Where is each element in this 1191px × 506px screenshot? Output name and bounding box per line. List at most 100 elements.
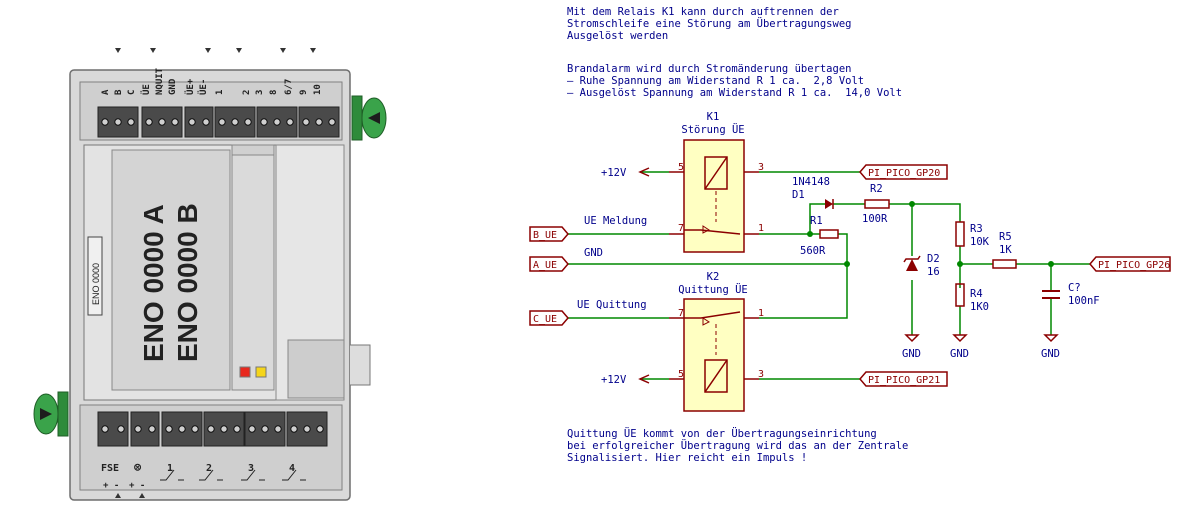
net-ue-quittung: UE Quittung (577, 299, 647, 311)
r1-ref: R1 (810, 215, 823, 227)
gnd-label-d2: GND (902, 348, 921, 360)
terminal-screw (303, 425, 311, 433)
k1-ref: K1 (707, 111, 720, 123)
terminal-screw (207, 425, 215, 433)
note-acknowledge: Quittung ÜE kommt von der Übertragungsei… (567, 428, 909, 464)
k2-pin-7: 7 (678, 308, 684, 319)
top-terminal-label: 10 (313, 84, 323, 95)
terminal-screw (273, 118, 281, 126)
top-terminal-label: 6/7 (284, 79, 294, 95)
terminal-screw (101, 425, 109, 433)
top-terminal-label: 3 (255, 90, 265, 95)
model-a-label: ENO 0000 A (138, 204, 169, 362)
relay-k2-contact (684, 311, 741, 319)
switch-1-label: 1 (167, 463, 173, 474)
r3-value: 10K (970, 236, 990, 248)
resistor-r4 (955, 283, 965, 307)
terminal-screw (315, 118, 323, 126)
ground-symbol-label: ⊗ (134, 460, 142, 474)
note-k1-fault: Mit dem Relais K1 kann durch auftrennen … (567, 6, 852, 42)
top-terminal-label: ÜE+ (185, 78, 196, 95)
terminal-screw (260, 118, 268, 126)
terminal-screw (220, 425, 228, 433)
terminal-screw (248, 425, 256, 433)
k1-power-label: +12V (601, 167, 627, 179)
r4-ref: R4 (970, 288, 983, 300)
terminal-screw (134, 425, 142, 433)
a-ue-label-shape (529, 256, 569, 272)
circuit-diagram: K1 Störung ÜE 5 3 7 1 K2 Quittung ÜE (529, 111, 1171, 412)
resistor-r3 (955, 221, 965, 247)
fse-label: FSE (101, 463, 119, 474)
gp21-label: PI_PICO_GP21 (868, 375, 940, 386)
relay-k1-coil (704, 156, 728, 190)
k1-pin-7: 7 (678, 223, 684, 234)
relay-k2-coil (704, 359, 728, 393)
terminal-screw (261, 425, 269, 433)
bottom-mounting-knob (33, 391, 69, 437)
terminal-screw (148, 425, 156, 433)
top-terminal-label: 1 (215, 90, 225, 95)
k2-ref: K2 (707, 271, 720, 283)
ground-polarity: + - (129, 481, 145, 491)
capacitor-c (1042, 290, 1060, 299)
terminal-screw (328, 118, 336, 126)
c-ue-label-shape (529, 310, 569, 326)
switch-4-label: 4 (289, 463, 295, 474)
k1-pin-3: 3 (758, 162, 764, 173)
k2-pin-1: 1 (758, 308, 764, 319)
model-b-label: ENO 0000 B (172, 203, 203, 362)
yellow-led (255, 366, 267, 378)
resistor-r1 (819, 229, 839, 239)
terminal-screw (114, 118, 122, 126)
c-value: 100nF (1068, 295, 1100, 307)
top-terminal-label: 2 (242, 90, 252, 95)
terminal-screw (127, 118, 135, 126)
terminal-screw (188, 118, 196, 126)
a-ue-label: A_UE (533, 260, 557, 271)
side-label: ENO 0000 (91, 263, 101, 305)
b-ue-label-shape (529, 226, 569, 242)
terminal-screw (302, 118, 310, 126)
terminal-screw (158, 118, 166, 126)
k2-power-label: +12V (601, 374, 627, 386)
side-label-box (87, 236, 103, 316)
gnd-label-c: GND (1041, 348, 1060, 360)
terminal-screw (274, 425, 282, 433)
fse-polarity: + - (103, 481, 119, 491)
terminal-screw (231, 118, 239, 126)
schematic: Mit dem Relais K1 kann durch auftrennen … (430, 0, 1191, 506)
terminal-screw (145, 118, 153, 126)
terminal-screw (233, 425, 241, 433)
terminal-screw (178, 425, 186, 433)
terminal-screw (244, 118, 252, 126)
red-led (239, 366, 251, 378)
c-ref: C? (1068, 282, 1081, 294)
terminal-screw (117, 425, 125, 433)
resistor-r5 (992, 259, 1017, 269)
label-plate (111, 149, 231, 391)
top-terminal-label: ÜE- (198, 79, 209, 95)
b-ue-label: B_UE (533, 230, 557, 241)
terminal-screw (316, 425, 324, 433)
gp26-label: PI_PICO_GP26 (1098, 260, 1170, 271)
top-terminal-label: NQUIT (155, 67, 165, 95)
led-panel (231, 154, 275, 391)
k2-pin-5: 5 (678, 369, 684, 380)
side-clip (350, 344, 371, 386)
k2-pin-3: 3 (758, 369, 764, 380)
k1-pin-5: 5 (678, 162, 684, 173)
d1-ref: D1 (792, 189, 805, 201)
top-terminal-label: A (101, 89, 111, 95)
terminal-screw (218, 118, 226, 126)
r3-ref: R3 (970, 223, 983, 235)
top-terminal-label: GND (168, 78, 178, 95)
terminal-screw (165, 425, 173, 433)
r2-ref: R2 (870, 183, 883, 195)
d1-value: 1N4148 (792, 176, 830, 188)
k2-value: Quittung ÜE (678, 283, 748, 296)
d2-value: 16 (927, 266, 940, 278)
gp26-label-shape (1089, 256, 1171, 272)
resistor-r2 (864, 199, 890, 209)
